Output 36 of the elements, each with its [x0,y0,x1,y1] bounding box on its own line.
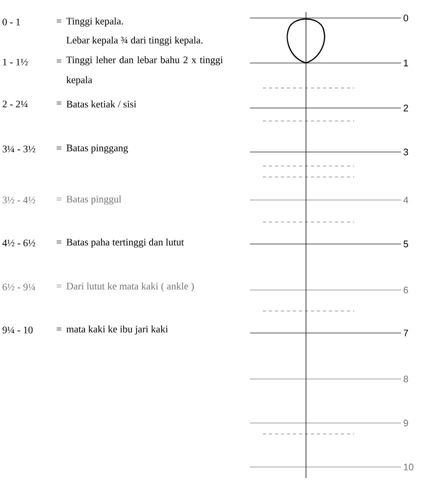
scale-number: 1 [404,60,408,66]
scale-number: 5 [404,240,408,248]
scale-number: 0 [404,14,408,22]
scale-number: 3 [404,148,408,156]
equals-sign: = [56,60,62,62]
description-text: mata kaki ke ibu jari kaki [66,325,168,335]
range-label: 0 - 1 [2,18,20,26]
equals-sign: = [56,328,62,330]
range-label: 3½ - 4½ [2,196,36,204]
equals-sign: = [56,198,62,200]
scale-number: 9 [404,420,408,426]
description-text: Tinggi kepala. [66,17,123,27]
description-text: Tinggi leher dan lebar bahu 2 x tinggi kepala [66,56,223,86]
range-label: 2 - 2¼ [2,100,28,108]
equals-sign: = [56,20,62,22]
description-text: Batas paha tertinggi dan lutut [66,238,184,248]
scale-number: 6 [404,286,408,294]
scale-number: 8 [404,376,408,382]
scale-number: 4 [403,196,408,204]
scale-number: 2 [404,104,408,112]
description-text: Dari lutut ke mata kaki ( ankle ) [66,282,194,292]
description-text: Batas pinggang [66,144,128,154]
range-label: 1 - 1½ [3,58,28,66]
range-label: 9¼ - 10 [2,326,33,334]
equals-sign: = [56,102,62,104]
description-text: Batas pinggul [66,195,122,205]
description-text: Lebar kepala ¾ dari tinggi kepala. [66,36,202,46]
range-label: 6½ - 9¼ [2,284,36,290]
description-text: Batas ketiak / sisi [66,100,136,108]
range-label: 4½ - 6½ [2,240,36,246]
scale-number: 10 [404,464,414,470]
scale-number: 7 [404,330,408,336]
equals-sign: = [56,284,62,288]
range-label: 3¼ - 3½ [2,146,36,152]
equals-sign: = [56,146,62,150]
equals-sign: = [56,240,62,244]
